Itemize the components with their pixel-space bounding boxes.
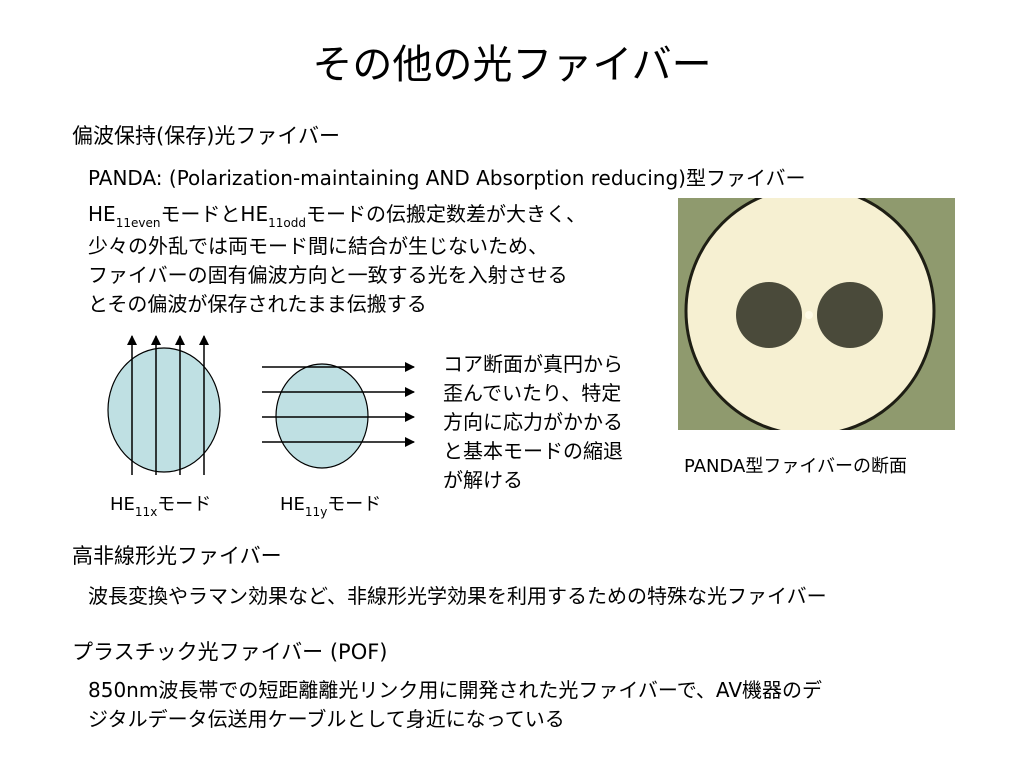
he11y-arrows [262,362,415,447]
mode-suffix: モード [327,494,382,515]
pm-paragraph: HE11evenモードとHE11oddモードの伝搬定数差が大きく、 少々の外乱で… [88,200,586,319]
he11x-mode-ellipse [107,347,221,473]
he-text: HE [88,202,116,226]
pm-paragraph-line-4: とその偏波が保存されたまま伝搬する [88,292,427,316]
mode-diagram [107,335,415,475]
he11y-mode-ellipse [275,363,369,469]
panda-description: PANDA: (Polarization-maintaining AND Abs… [88,166,806,190]
pm-paragraph-line-3: ファイバーの固有偏波方向と一致する光を入射させる [88,263,568,287]
mode-and-he-text: モードとHE [160,202,269,226]
he11y-subscript: 11y [304,505,328,519]
note-line: 方向に応力がかかる [443,410,623,434]
degeneracy-note: コア断面が真円から 歪んでいたり、特定 方向に応力がかかる と基本モードの縮退 … [443,350,623,495]
section-heading-pm: 偏波保持(保存)光ファイバー [72,124,340,148]
pof-line-1: 850nm波長帯での短距離離光リンク用に開発された光ファイバーで、AV機器のデ [88,678,823,702]
he-text: HE [110,494,135,515]
he11y-mode-label: HE11yモード [280,490,382,519]
he-text: HE [280,494,305,515]
mode-suffix: モード [157,494,212,515]
he-odd-subscript: 11odd [268,216,306,230]
pof-description: 850nm波長帯での短距離離光リンク用に開発された光ファイバーで、AV機器のデ … [88,676,822,734]
note-line: が解ける [443,468,523,492]
line1-rest-text: モードの伝搬定数差が大きく、 [305,202,586,226]
pm-paragraph-line-1: HE11evenモードとHE11oddモードの伝搬定数差が大きく、 [88,200,586,232]
hnl-description: 波長変換やラマン効果など、非線形光学効果を利用するための特殊な光ファイバー [88,584,827,608]
he-even-subscript: 11even [115,216,161,230]
stress-rod-right [817,282,883,348]
photo-caption: PANDA型ファイバーの断面 [684,456,907,477]
note-line: と基本モードの縮退 [443,439,623,463]
he11x-mode-label: HE11xモード [110,490,212,519]
he11x-subscript: 11x [134,505,158,519]
section-heading-hnl: 高非線形光ファイバー [72,544,282,568]
note-line: 歪んでいたり、特定 [443,381,622,405]
panda-cross-section-photo [678,198,955,430]
pm-paragraph-line-2: 少々の外乱では両モード間に結合が生じないため、 [88,234,548,258]
note-line: コア断面が真円から [443,352,623,376]
panda-cross-section-graphic [684,198,936,430]
page-title: その他の光ファイバー [312,42,712,88]
fiber-core [805,311,813,319]
section-heading-pof: プラスチック光ファイバー (POF) [72,640,388,664]
pof-line-2: ジタルデータ伝送用ケーブルとして身近になっている [88,707,565,731]
he11x-arrows [127,335,209,475]
stress-rod-left [736,282,802,348]
